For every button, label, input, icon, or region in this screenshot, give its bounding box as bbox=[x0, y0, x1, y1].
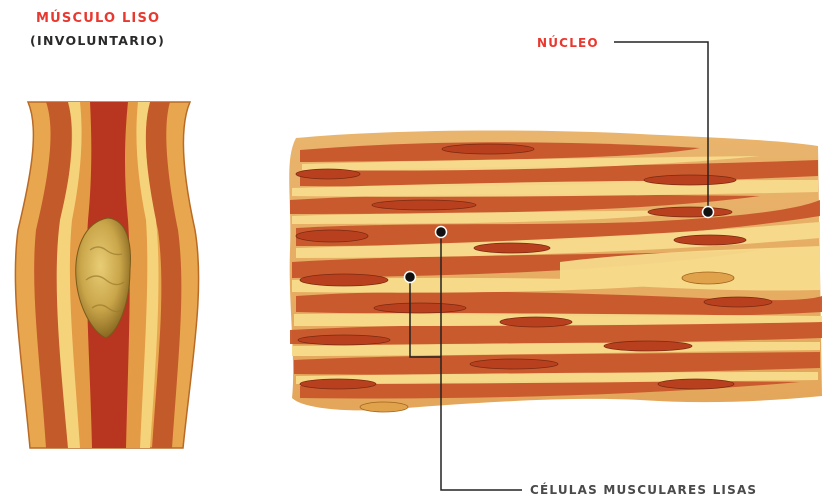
nucleus bbox=[604, 341, 692, 351]
nucleus bbox=[296, 230, 368, 242]
nucleus bbox=[500, 317, 572, 327]
cell-pointer-dot bbox=[405, 272, 416, 283]
nucleus bbox=[648, 207, 732, 217]
nucleus bbox=[374, 303, 466, 313]
nucleus bbox=[704, 297, 772, 307]
nucleus bbox=[644, 175, 736, 185]
nucleus bbox=[682, 272, 734, 284]
smooth-muscle-tissue bbox=[289, 131, 822, 412]
nucleus bbox=[300, 274, 388, 286]
nucleus bbox=[474, 243, 550, 253]
nucleus bbox=[298, 335, 390, 345]
nucleus bbox=[442, 144, 534, 154]
nucleus bbox=[296, 169, 360, 179]
smooth-muscle-cells-label: CÉLULAS MUSCULARES LISAS bbox=[530, 483, 757, 497]
cell-pointer-dot bbox=[436, 227, 447, 238]
diagram-subtitle: (INVOLUNTARIO) bbox=[30, 33, 165, 48]
nucleus bbox=[470, 359, 558, 369]
nucleus bbox=[372, 200, 476, 210]
nucleus bbox=[300, 379, 376, 389]
intestine-section-illustration bbox=[15, 102, 198, 448]
diagram-title: MÚSCULO LISO bbox=[36, 11, 160, 26]
nucleus-pointer-dot bbox=[703, 207, 714, 218]
nucleus bbox=[360, 402, 408, 412]
nucleus bbox=[658, 379, 734, 389]
nucleus bbox=[674, 235, 746, 245]
nucleus-label: NÚCLEO bbox=[537, 36, 599, 50]
